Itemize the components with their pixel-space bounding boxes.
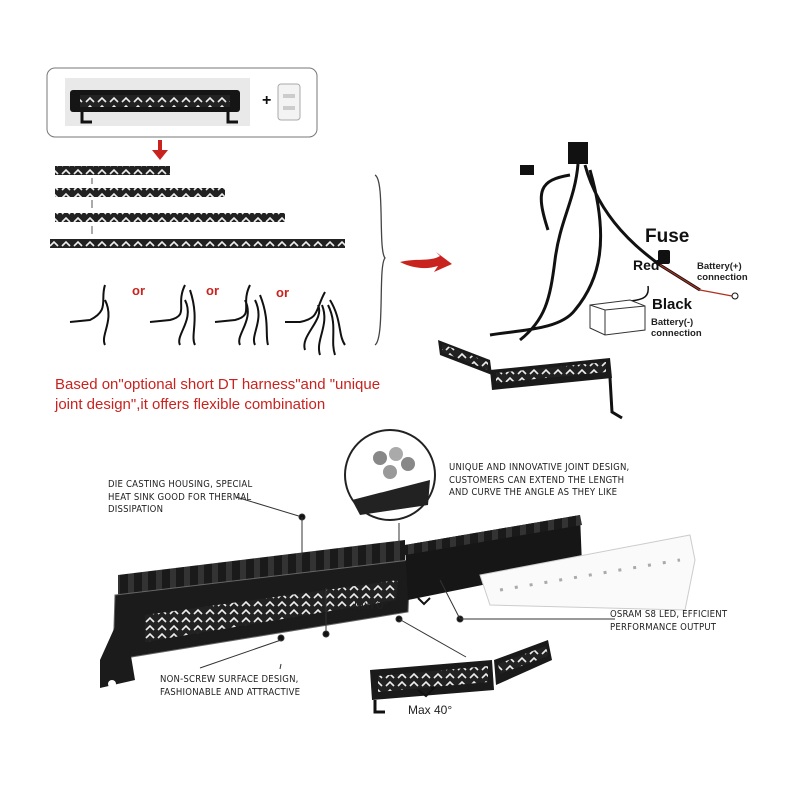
surface-feature-text: NON-SCREW SURFACE DESIGN, FASHIONABLE AN… bbox=[160, 674, 300, 699]
angled-light-bar bbox=[370, 640, 552, 714]
min-angle-label: Min 0° bbox=[354, 598, 389, 612]
text-line: CUSTOMERS CAN EXTEND THE LENGTH bbox=[449, 474, 625, 486]
main-light-bar bbox=[100, 515, 696, 688]
joint-feature-text: UNIQUE AND INNOVATIVE JOINT DESIGN, CUST… bbox=[449, 462, 629, 500]
housing-feature-text: DIE CASTING HOUSING, SPECIAL HEAT SINK G… bbox=[108, 479, 252, 517]
fuse-label: Fuse bbox=[645, 226, 690, 247]
max-angle-arrow-icon bbox=[417, 687, 437, 698]
callout-lines bbox=[199, 496, 615, 670]
text-line: HEAT SINK GOOD FOR THERMAL bbox=[108, 491, 252, 503]
label-line: Battery(-) bbox=[651, 317, 694, 328]
text-line: UNIQUE AND INNOVATIVE JOINT DESIGN, bbox=[449, 462, 630, 473]
or-label: or bbox=[132, 283, 145, 298]
brace bbox=[374, 174, 386, 346]
red-wire-label: Red bbox=[633, 257, 660, 273]
combination-caption: Based on"optional short DT harness"and "… bbox=[55, 375, 380, 415]
black-wire-label: Black bbox=[652, 296, 693, 313]
max-angle-label: Max 40° bbox=[408, 703, 453, 717]
wiring-light-bars bbox=[438, 340, 623, 420]
min-angle-arrow-icon bbox=[417, 597, 431, 606]
label-line: connection bbox=[697, 272, 748, 283]
text-line: DISSIPATION bbox=[108, 504, 164, 515]
caption-line: Based on"optional short DT harness"and "… bbox=[55, 376, 381, 393]
text-line: DIE CASTING HOUSING, SPECIAL bbox=[108, 479, 253, 490]
kit-box bbox=[46, 67, 318, 138]
wiring-harness bbox=[489, 142, 739, 342]
text-line: FASHIONABLE AND ATTRACTIVE bbox=[160, 686, 301, 698]
down-arrow-icon bbox=[152, 140, 168, 160]
text-line: NON-SCREW SURFACE DESIGN, bbox=[160, 674, 299, 685]
bar-combinations bbox=[50, 166, 345, 248]
battery-positive-label: Battery(+) connection bbox=[697, 261, 748, 283]
or-label: or bbox=[206, 283, 219, 298]
label-line: Battery(+) bbox=[697, 261, 742, 272]
or-label: or bbox=[276, 285, 289, 300]
battery-negative-label: Battery(-) connection bbox=[651, 317, 702, 339]
right-arrow-icon bbox=[400, 252, 452, 272]
label-line: connection bbox=[651, 328, 702, 339]
plus-sign: + bbox=[262, 92, 272, 109]
text-line: AND CURVE THE ANGLE AS THEY LIKE bbox=[449, 487, 618, 498]
caption-line: joint design",it offers flexible combina… bbox=[55, 396, 326, 413]
battery-icon bbox=[589, 299, 646, 336]
joint-detail-circle bbox=[344, 429, 436, 521]
led-feature-text: OSRAM S8 LED, EFFICIENT PERFORMANCE OUTP… bbox=[610, 609, 727, 634]
text-line: OSRAM S8 LED, EFFICIENT bbox=[610, 609, 728, 620]
text-line: PERFORMANCE OUTPUT bbox=[610, 621, 717, 633]
harness-options bbox=[69, 284, 346, 356]
